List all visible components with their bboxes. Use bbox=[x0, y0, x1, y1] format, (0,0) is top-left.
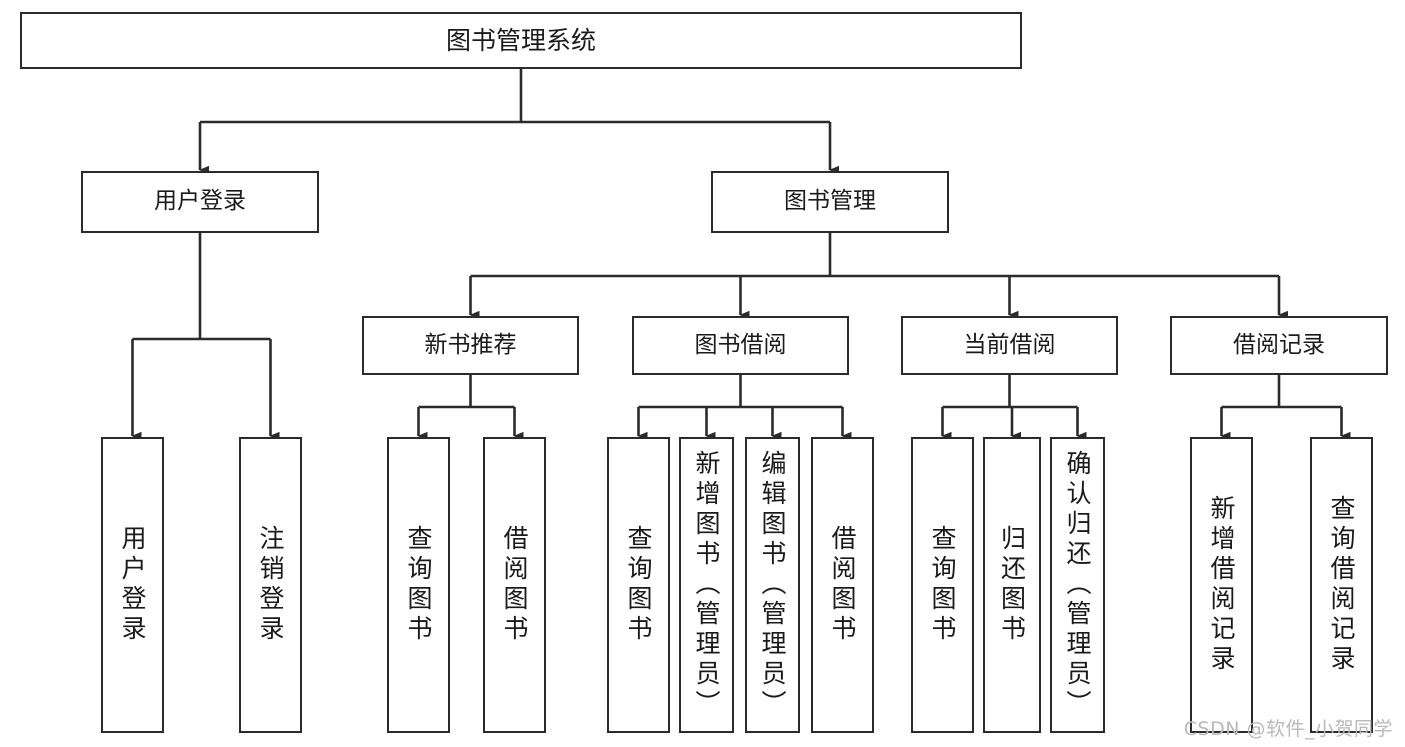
node-label-leaf-add-book: 新增图书（管理员） bbox=[692, 450, 721, 720]
node-user-login[interactable]: 用户登录 bbox=[81, 171, 319, 233]
node-book-borrow[interactable]: 图书借阅 bbox=[632, 316, 849, 375]
node-label-leaf-user-login: 用户登录 bbox=[118, 525, 147, 645]
node-label-leaf-add-borrow-record: 新增借阅记录 bbox=[1207, 495, 1236, 675]
node-label-leaf-borrow-book-1: 借阅图书 bbox=[500, 525, 529, 645]
node-leaf-add-book[interactable]: 新增图书（管理员） bbox=[679, 437, 734, 733]
node-label-leaf-edit-book: 编辑图书（管理员） bbox=[758, 450, 787, 720]
node-label-borrow-record: 借阅记录 bbox=[1233, 331, 1325, 358]
node-label-user-login: 用户登录 bbox=[154, 188, 246, 215]
node-label-book-management: 图书管理 bbox=[784, 188, 876, 215]
node-leaf-borrow-book-1[interactable]: 借阅图书 bbox=[483, 437, 546, 733]
node-leaf-return-book[interactable]: 归还图书 bbox=[983, 437, 1041, 733]
node-book-management[interactable]: 图书管理 bbox=[711, 171, 949, 233]
node-label-root: 图书管理系统 bbox=[445, 25, 596, 55]
node-current-borrow[interactable]: 当前借阅 bbox=[901, 316, 1118, 375]
node-label-leaf-query-borrow-record: 查询借阅记录 bbox=[1327, 495, 1356, 675]
node-leaf-query-book-3[interactable]: 查询图书 bbox=[911, 437, 974, 733]
node-leaf-user-logout[interactable]: 注销登录 bbox=[239, 437, 302, 733]
node-label-leaf-borrow-book-2: 借阅图书 bbox=[828, 525, 857, 645]
node-label-new-book-recommendation: 新书推荐 bbox=[424, 331, 517, 358]
node-label-book-borrow: 图书借阅 bbox=[694, 331, 787, 358]
node-leaf-borrow-book-2[interactable]: 借阅图书 bbox=[811, 437, 874, 733]
node-leaf-user-login[interactable]: 用户登录 bbox=[101, 437, 164, 733]
node-label-leaf-query-book-1: 查询图书 bbox=[404, 525, 433, 645]
node-label-leaf-user-logout: 注销登录 bbox=[256, 525, 285, 645]
node-leaf-query-book-2[interactable]: 查询图书 bbox=[607, 437, 670, 733]
node-label-leaf-query-book-3: 查询图书 bbox=[928, 525, 957, 645]
node-leaf-confirm-return[interactable]: 确认归还（管理员） bbox=[1050, 437, 1105, 733]
node-leaf-query-book-1[interactable]: 查询图书 bbox=[387, 437, 450, 733]
node-root[interactable]: 图书管理系统 bbox=[20, 12, 1022, 69]
node-label-leaf-query-book-2: 查询图书 bbox=[624, 525, 653, 645]
node-label-leaf-return-book: 归还图书 bbox=[997, 525, 1027, 645]
node-leaf-add-borrow-record[interactable]: 新增借阅记录 bbox=[1190, 437, 1253, 733]
node-label-current-borrow: 当前借阅 bbox=[963, 331, 1056, 358]
node-new-book-recommendation[interactable]: 新书推荐 bbox=[362, 316, 579, 375]
node-leaf-query-borrow-record[interactable]: 查询借阅记录 bbox=[1310, 437, 1373, 733]
node-leaf-edit-book[interactable]: 编辑图书（管理员） bbox=[745, 437, 800, 733]
node-borrow-record[interactable]: 借阅记录 bbox=[1170, 316, 1388, 375]
node-label-leaf-confirm-return: 确认归还（管理员） bbox=[1063, 450, 1092, 720]
